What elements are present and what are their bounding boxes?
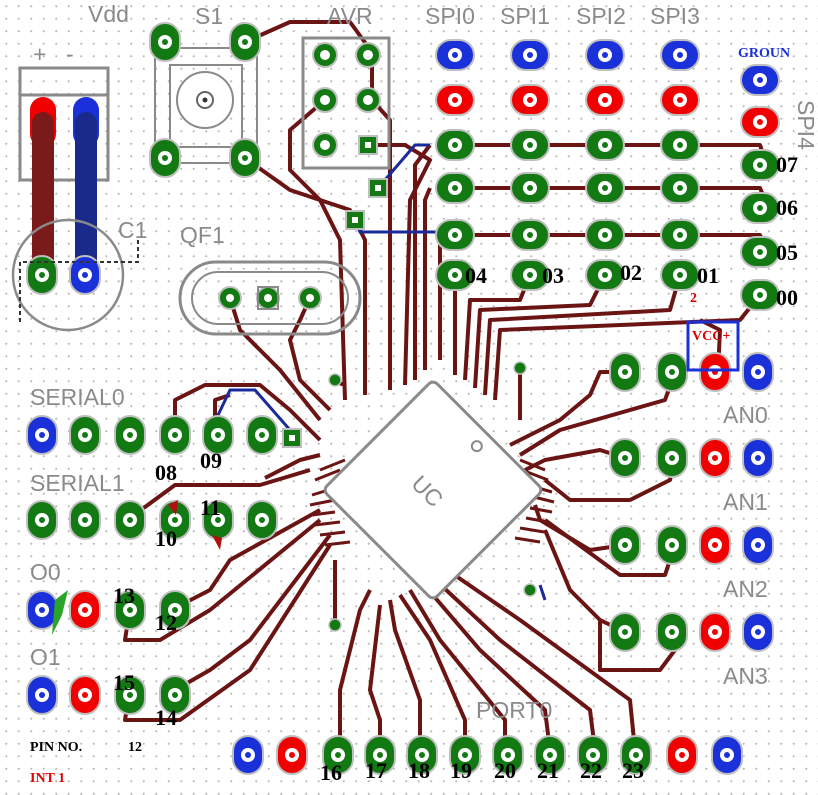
- pin-07: 07: [776, 152, 798, 177]
- label-vdd: Vdd: [88, 1, 129, 27]
- pin-23: 23: [622, 758, 644, 783]
- label-an1: AN1: [723, 489, 768, 515]
- pin-08: 08: [155, 460, 177, 485]
- label-spi2: SPI2: [576, 3, 626, 29]
- label-groun: GROUN: [738, 46, 790, 61]
- microcontroller-uc: [323, 380, 543, 600]
- label-an0: AN0: [723, 402, 768, 428]
- pin-22: 22: [580, 758, 602, 783]
- vcc-box: [686, 320, 740, 372]
- label-minus: -: [66, 41, 74, 67]
- pin-12: 12: [155, 610, 177, 635]
- pin-03: 03: [542, 263, 564, 288]
- vias: [328, 361, 537, 632]
- label-int1: INT 1: [30, 771, 65, 786]
- switch-s1: [149, 22, 261, 178]
- label-io0: O0: [30, 559, 61, 585]
- label-io1: O1: [30, 644, 61, 670]
- pin-15: 15: [113, 670, 135, 695]
- pin-05: 05: [776, 240, 798, 265]
- label-plus: +: [33, 41, 46, 67]
- label-vcc: VCC+: [692, 329, 730, 344]
- pin-02: 02: [620, 260, 642, 285]
- label-spi0: SPI0: [425, 3, 475, 29]
- label-pin-no: PIN NO.: [30, 740, 82, 755]
- label-uc: UC: [406, 470, 448, 512]
- pin-10: 10: [155, 526, 177, 551]
- pin-18: 18: [408, 758, 430, 783]
- label-c1: C1: [118, 217, 147, 243]
- pin-00: 00: [776, 285, 798, 310]
- pin-14: 14: [155, 705, 177, 730]
- label-red-digit: 2: [690, 291, 697, 306]
- label-an2: AN2: [723, 576, 768, 602]
- power-connector: [11, 66, 139, 332]
- pin-09: 09: [200, 448, 222, 473]
- pin-21: 21: [537, 758, 559, 783]
- pin-20: 20: [494, 758, 516, 783]
- label-port0: PORT0: [476, 697, 552, 723]
- label-qf1: QF1: [180, 222, 225, 248]
- serial-headers: [26, 415, 302, 715]
- pin-01: 01: [697, 263, 719, 288]
- pin-04: 04: [465, 263, 487, 288]
- label-an3: AN3: [723, 663, 768, 689]
- label-serial0: SERIAL0: [30, 384, 125, 410]
- crystal-qf1: [178, 260, 362, 336]
- label-avr: AVR: [327, 3, 373, 29]
- pin-06: 06: [776, 195, 798, 220]
- label-spi1: SPI1: [500, 3, 550, 29]
- pin-11: 11: [200, 495, 221, 520]
- analog-headers: [609, 320, 774, 652]
- pin-13: 13: [113, 583, 135, 608]
- pin-16: 16: [320, 760, 342, 785]
- label-pin-no-value: 12: [128, 740, 142, 755]
- label-spi4: SPI4: [793, 100, 818, 150]
- label-s1: S1: [195, 3, 223, 29]
- pin-19: 19: [450, 758, 472, 783]
- label-serial1: SERIAL1: [30, 470, 125, 496]
- avr-header: [301, 36, 391, 170]
- pin-17: 17: [365, 758, 387, 783]
- label-spi3: SPI3: [650, 3, 700, 29]
